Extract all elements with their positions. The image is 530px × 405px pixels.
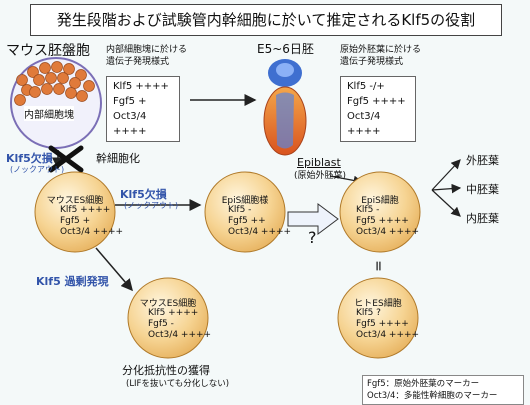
mouse-es-title: マウスES細胞 xyxy=(46,196,104,206)
inner-cell-mass-label: 内部細胞塊 xyxy=(24,106,74,121)
klf5-knockout-mid-label: Klf5欠損 xyxy=(120,188,167,201)
marker-legend: Fgf5：原始外胚葉のマーカー Oct3/4：多能性幹細胞のマーカー xyxy=(362,375,524,405)
blocked-x-mark xyxy=(48,145,84,173)
embryo-illustration xyxy=(263,59,307,156)
pe-expression-box: Klf5 -/+ Fgf5 ++++ Oct3/4 ++++ xyxy=(340,76,416,142)
epis-title: EpiS細胞 xyxy=(361,196,399,206)
embryo-stage-label: E5~6日胚 xyxy=(257,42,314,56)
icm-expression-box: Klf5 ++++ Fgf5 + Oct3/4 ++++ xyxy=(106,76,180,142)
epiblast-label: Epiblast xyxy=(297,156,341,169)
page-title: 発生段階および試験管内幹細胞に於いて推定されるKlf5の役割 xyxy=(30,4,502,36)
klf5-knockout-left-sub: (ノックアウト) xyxy=(10,165,65,174)
differentiation-resistance-sub: (LIFを抜いても分化しない) xyxy=(126,379,230,389)
overexpressed-es-values: Klf5 ++++ Fgf5 - Oct3/4 ++++ xyxy=(148,308,212,340)
germ-layer-ectoderm: 外胚葉 xyxy=(466,154,499,167)
question-mark: ? xyxy=(308,228,317,247)
epis-like-values: Klf5 - Fgf5 ++ Oct3/4 ++++ xyxy=(228,205,292,237)
differentiation-resistance-label: 分化抵抗性の獲得 xyxy=(122,364,210,377)
epiblast-sublabel: (原始外胚葉) xyxy=(294,171,347,181)
human-es-values: Klf5 ? Fgf5 ++++ Oct3/4 ++++ xyxy=(356,308,420,340)
icm-expression-caption: 内部細胞塊に於ける 遺伝子発現様式 xyxy=(106,45,188,67)
pe-expression-caption: 原始外胚葉に於ける 遺伝子発現様式 xyxy=(340,45,422,67)
klf5-knockout-mid-sub: (ノックアウト) xyxy=(124,201,179,210)
mouse-es-values: Klf5 ++++ Fgf5 + Oct3/4 ++++ xyxy=(60,205,124,237)
equivalence-mark: = xyxy=(369,260,386,272)
blastocyst-illustration xyxy=(10,57,102,149)
klf5-overexpression-label: Klf5 過剰発現 xyxy=(36,275,109,288)
stem-cell-derivation-label: 幹細胞化 xyxy=(96,152,140,165)
hollow-arrow xyxy=(287,203,339,235)
germ-layer-mesoderm: 中胚葉 xyxy=(466,183,499,196)
blastocyst-label: マウス胚盤胞 xyxy=(6,43,90,59)
overexpressed-es-title: マウスES細胞 xyxy=(139,299,197,309)
epis-like-title: EpiS細胞様 xyxy=(221,196,269,206)
germ-layer-endoderm: 内胚葉 xyxy=(466,212,499,225)
epis-values: Klf5 - Fgf5 ++++ Oct3/4 ++++ xyxy=(356,205,420,237)
human-es-title: ヒトES細胞 xyxy=(354,299,402,309)
klf5-knockout-left-label: Klf5欠損 xyxy=(6,152,53,165)
